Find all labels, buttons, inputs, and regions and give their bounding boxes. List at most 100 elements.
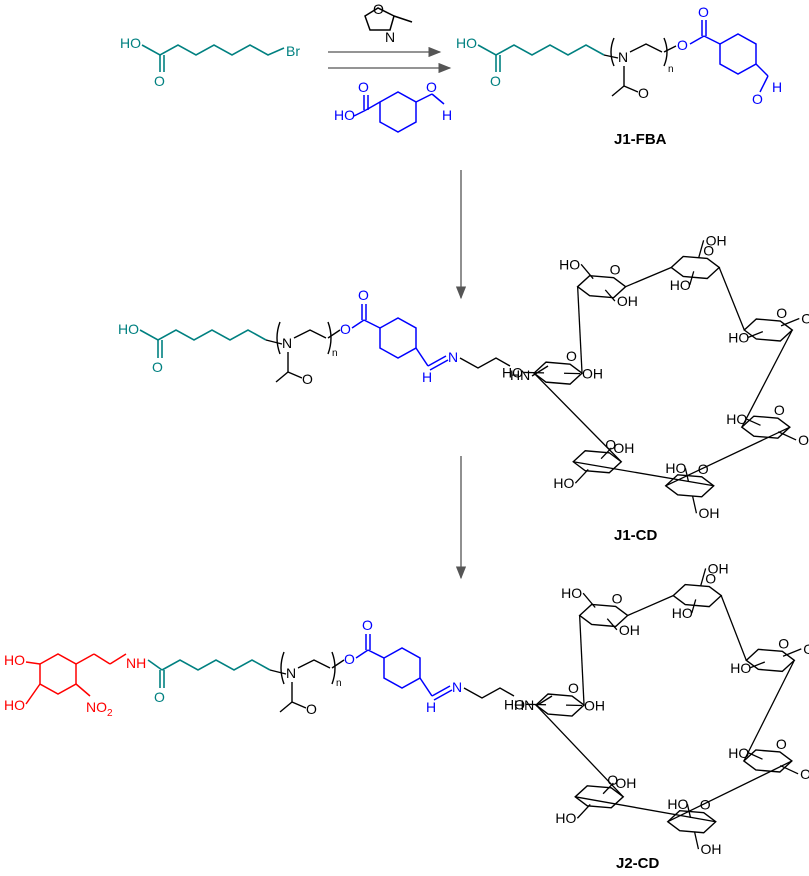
j2cd-acid-o: O: [154, 689, 165, 705]
ring-oxygen: O: [700, 797, 711, 813]
hydroxyl-label: OH: [613, 440, 634, 456]
j1fba-carbonyl-o: O: [698, 4, 709, 20]
glycosidic-bond: [573, 461, 714, 487]
j1cd-ester-o: O: [340, 321, 351, 337]
hydroxymethyl-bond: [576, 804, 591, 819]
ring-oxygen: O: [776, 736, 787, 752]
j1cd-ho: HO: [118, 321, 139, 337]
glycosidic-bond: [720, 595, 747, 661]
hydroxymethyl-bond: [782, 648, 802, 657]
hydroxyl-label: HO: [502, 364, 523, 380]
j1cd-imine-h: H: [422, 369, 432, 385]
glycosidic-bond: [578, 615, 585, 706]
j1fba-ester-o: O: [677, 37, 688, 53]
ring-oxygen: O: [610, 262, 621, 278]
hydroxymethyl-bond: [778, 431, 797, 441]
j2cd-imine-h: H: [426, 699, 436, 715]
j1cd-imine-n: N: [448, 349, 458, 365]
ring-oxygen: O: [776, 305, 787, 321]
j2-cd-label: J2-CD: [616, 855, 660, 872]
hydroxyl-bond: [691, 599, 697, 614]
hydroxyl-bond: [602, 782, 614, 795]
ring-oxygen: O: [774, 402, 785, 418]
glucose-unit: [672, 583, 723, 608]
hydroxyl-label: HO: [728, 745, 749, 761]
j2cd-ho-bottom: HO: [4, 697, 25, 713]
hydroxyl-label: OH: [801, 311, 809, 327]
hydroxyl-bond: [689, 271, 695, 286]
j2cd-repeat: n: [336, 678, 342, 689]
hydroxyl-label: HO: [665, 460, 686, 476]
j1cd-repeat: n: [332, 348, 338, 359]
hydroxymethyl-bond: [698, 240, 705, 258]
hydroxyl-label: OH: [700, 841, 721, 857]
j1fba-repeat: n: [668, 64, 674, 75]
cyclodextrin-ring-j1: OOHHOOOHHOOOHHOOOHHOOHOOHOHOOHOHOOH: [502, 232, 809, 521]
hydroxyl-label: OH: [800, 766, 809, 782]
glycosidic-bond: [625, 266, 672, 288]
hydroxymethyl-bond: [582, 592, 596, 608]
hydroxymethyl-bond: [580, 263, 594, 280]
hydroxyl-bond: [604, 289, 616, 302]
j1-cd-linker: HO O N n O O O H N HN: [118, 287, 549, 387]
ring-oxygen: O: [703, 242, 714, 258]
j1cd-amine: HN: [510, 367, 530, 383]
j2cd-no2: NO2: [86, 699, 113, 719]
glycosidic-bond: [743, 660, 795, 762]
j1cd-carbonyl-o: O: [358, 287, 369, 303]
hydroxyl-label: HO: [726, 411, 747, 427]
j1fba-ald-h: H: [772, 79, 782, 95]
ring-oxygen: O: [568, 680, 579, 696]
j1cd-n: N: [282, 335, 292, 351]
j2cd-amine: HN: [514, 697, 534, 713]
hydroxyl-label: HO: [561, 585, 582, 601]
nitrodopamine-group: HO HO NH NO2: [4, 652, 146, 719]
ring-oxygen: O: [705, 571, 716, 587]
hydroxyl-label: HO: [504, 696, 525, 712]
hydroxyl-label: HO: [553, 475, 574, 491]
hydroxyl-bond: [686, 803, 692, 818]
hydroxymethyl-bond: [780, 317, 800, 327]
glucose-unit: [742, 749, 793, 773]
j1fba-n: N: [618, 49, 628, 65]
ring-oxygen: O: [607, 772, 618, 788]
hydroxyl-label: HO: [728, 329, 749, 345]
oxazoline-o: O: [373, 1, 384, 17]
fba-o1: O: [358, 79, 369, 95]
j2cd-imine-n: N: [452, 679, 462, 695]
oxazoline-reagent: O N: [364, 1, 413, 45]
hydroxymethyl-bond: [780, 764, 799, 775]
glycosidic-bond: [535, 704, 624, 798]
j1cd-acid-o: O: [152, 359, 163, 375]
j2cd-n: N: [286, 665, 296, 681]
hydroxymethyl-bond: [691, 495, 698, 514]
hydroxymethyl-bond: [693, 831, 700, 850]
hydroxyl-bond: [606, 618, 618, 631]
hydroxyl-label: OH: [582, 366, 603, 382]
hydroxyl-label: OH: [708, 560, 729, 576]
hydroxyl-label: HO: [670, 277, 691, 293]
j1fba-acetyl-o: O: [638, 85, 649, 101]
glycosidic-bond: [627, 595, 674, 617]
glucose-unit: [740, 415, 791, 439]
cyclodextrin-ring-j2: OOHHOOOHHOOOHHOOOHHOOHOOHOHOOHOHOOH: [504, 560, 809, 857]
glycosidic-bond: [741, 329, 793, 428]
j1-fba-structure: HO O N n O O O O H: [456, 4, 782, 107]
start-bromo-label: Br: [286, 43, 300, 59]
ring-oxygen: O: [566, 348, 577, 364]
hydroxyl-label: OH: [803, 641, 809, 657]
fba-h: H: [442, 107, 452, 123]
hydroxyl-bond: [600, 447, 612, 460]
ring-oxygen: O: [698, 461, 709, 477]
hydroxyl-label: OH: [619, 622, 640, 638]
glycosidic-bond: [575, 796, 716, 823]
j1fba-acid-o: O: [490, 73, 501, 89]
j1-fba-label: J1-FBA: [614, 131, 667, 148]
hydroxyl-label: OH: [706, 232, 727, 248]
hydroxyl-label: HO: [559, 256, 580, 272]
ring-oxygen: O: [605, 437, 616, 453]
start-acid-label: HO: [120, 35, 141, 51]
j2cd-nh: NH: [126, 655, 146, 671]
hydroxyl-label: OH: [584, 697, 605, 713]
